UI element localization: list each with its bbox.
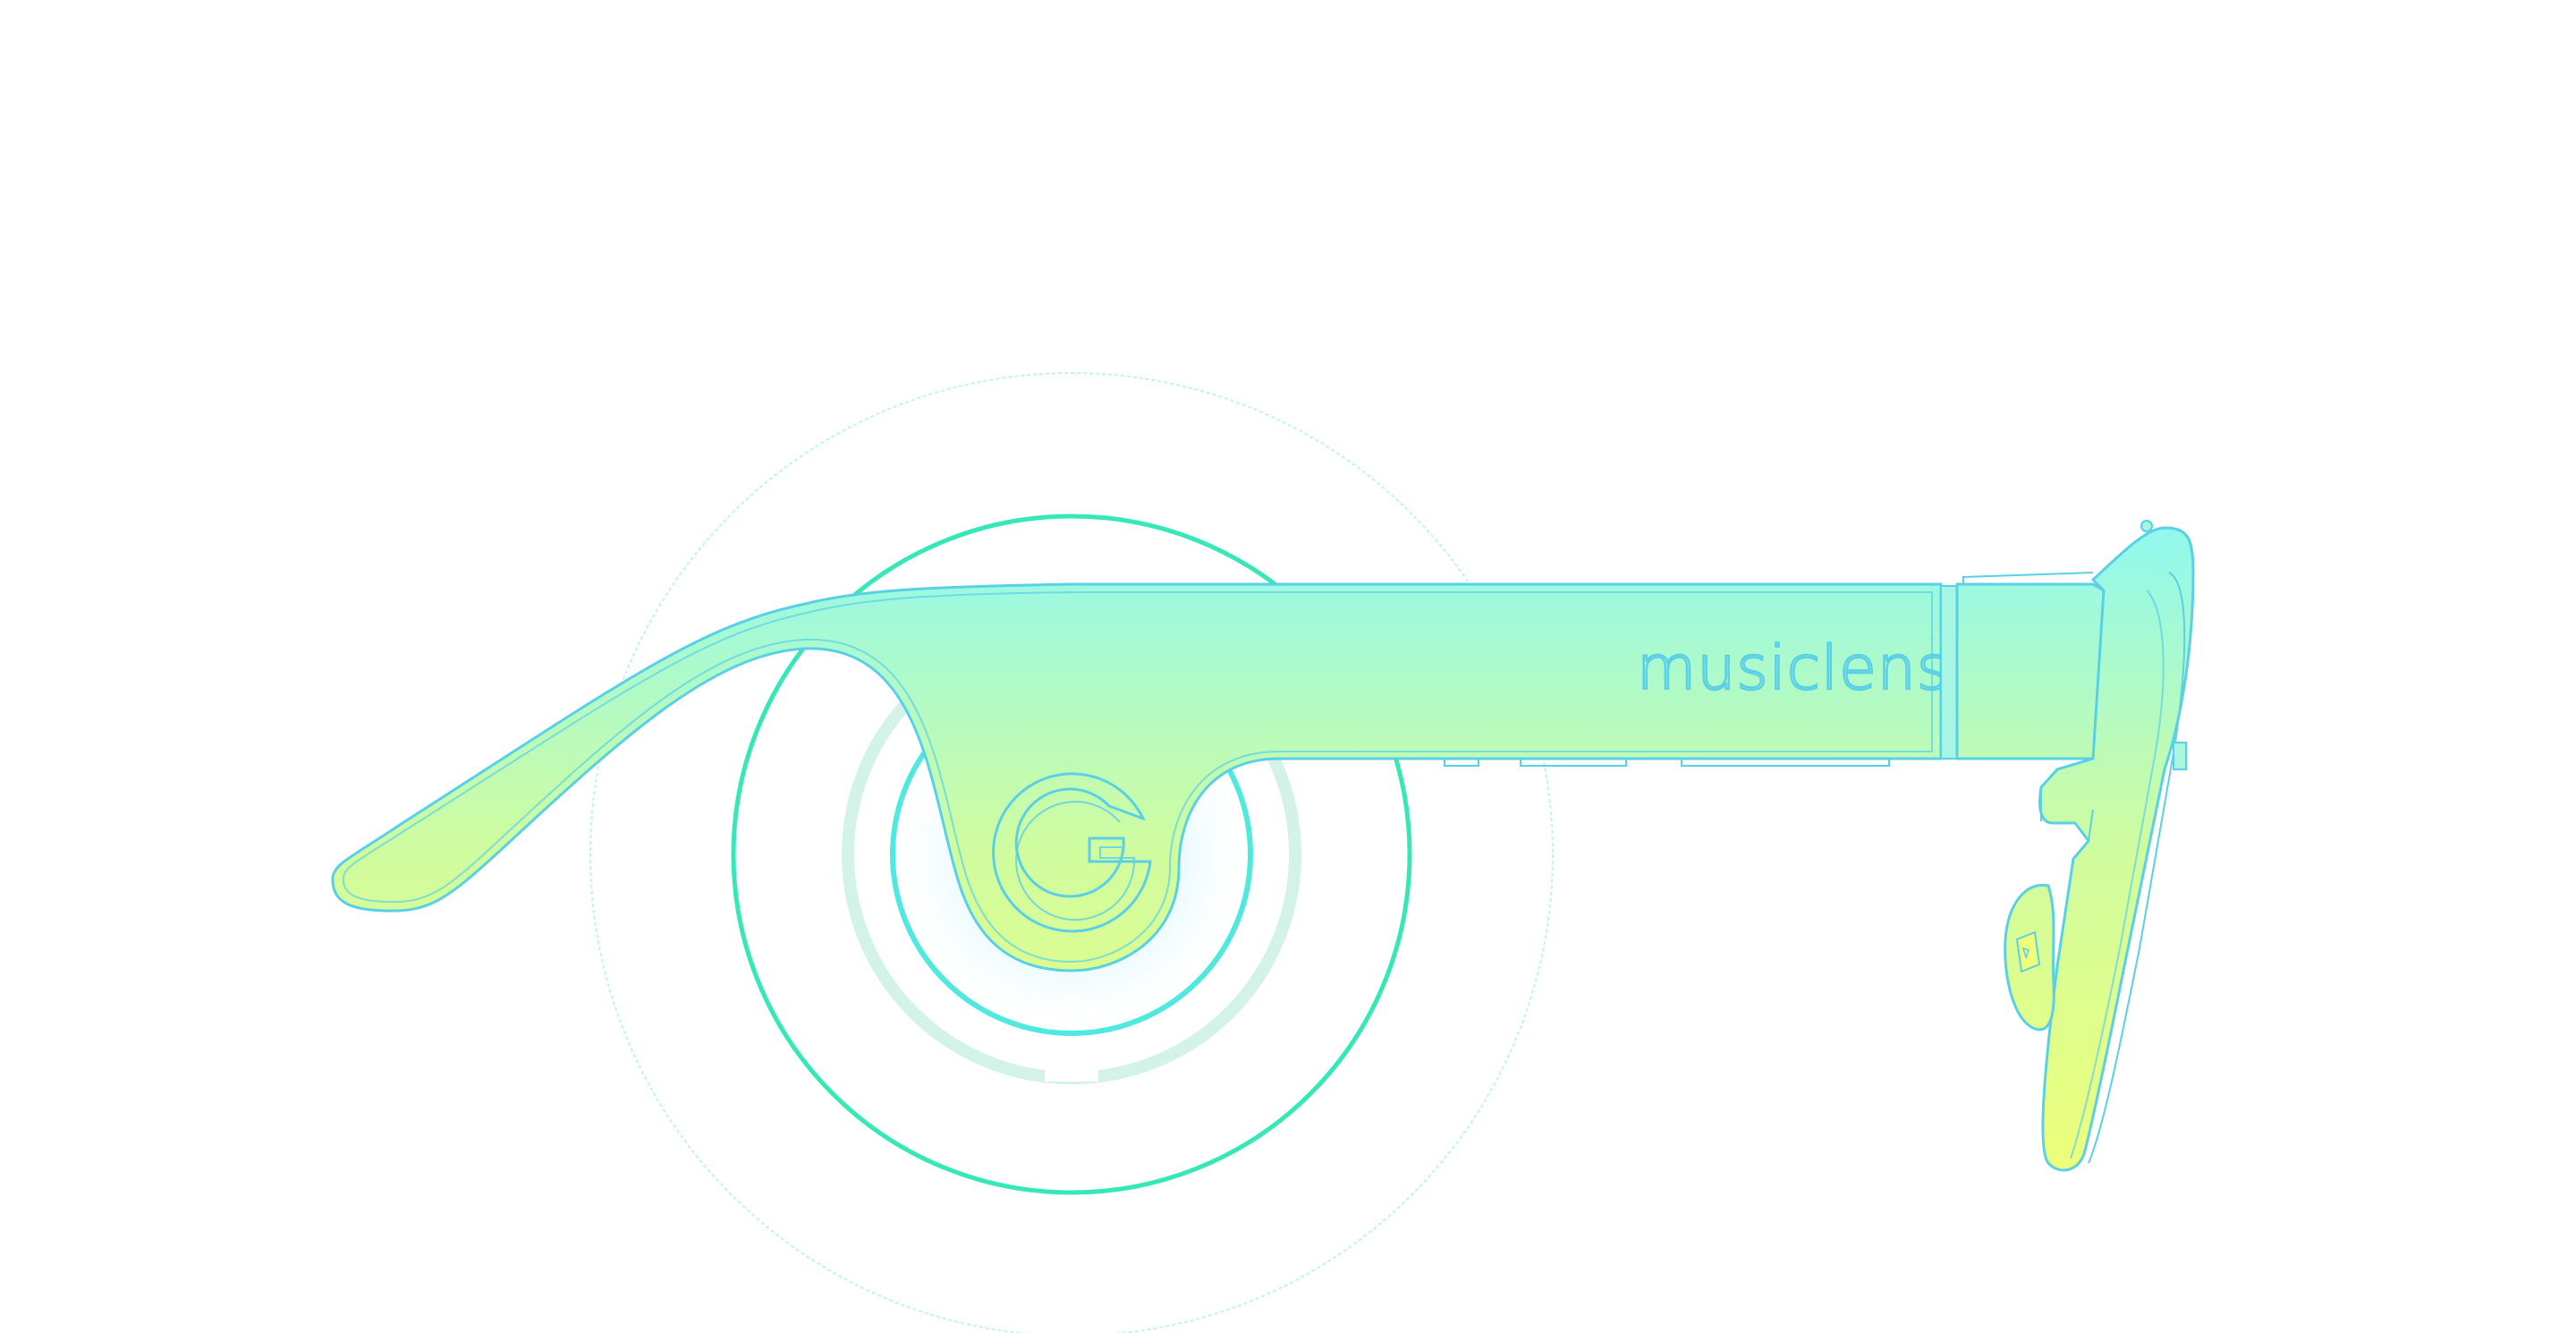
middle-ring — [731, 514, 1412, 1195]
lens-inner-edge — [2070, 590, 2165, 1159]
temple-arm-body — [331, 582, 1943, 972]
frame-bottom-tab — [2173, 742, 2187, 770]
temple-button-medium — [1520, 758, 1627, 767]
temple-arm-inner-outline — [342, 591, 1933, 964]
inner-ring-notch — [1044, 995, 1099, 1031]
temple-arm — [331, 582, 1943, 972]
hinge-lower-edge — [2040, 787, 2094, 842]
hinge-block — [1940, 572, 2106, 760]
temple-button-small — [1444, 758, 1479, 767]
frame-rim — [2038, 526, 2195, 1172]
frame-top-stud — [2140, 520, 2153, 532]
lens-edge — [2088, 572, 2186, 1164]
temple-button-large — [1681, 758, 1890, 767]
front-frame — [2004, 520, 2195, 1172]
outer-faint-ring — [589, 372, 1554, 1333]
g-logo-icon — [992, 772, 1152, 933]
brand-wordmark: musiclens — [1637, 633, 1949, 704]
